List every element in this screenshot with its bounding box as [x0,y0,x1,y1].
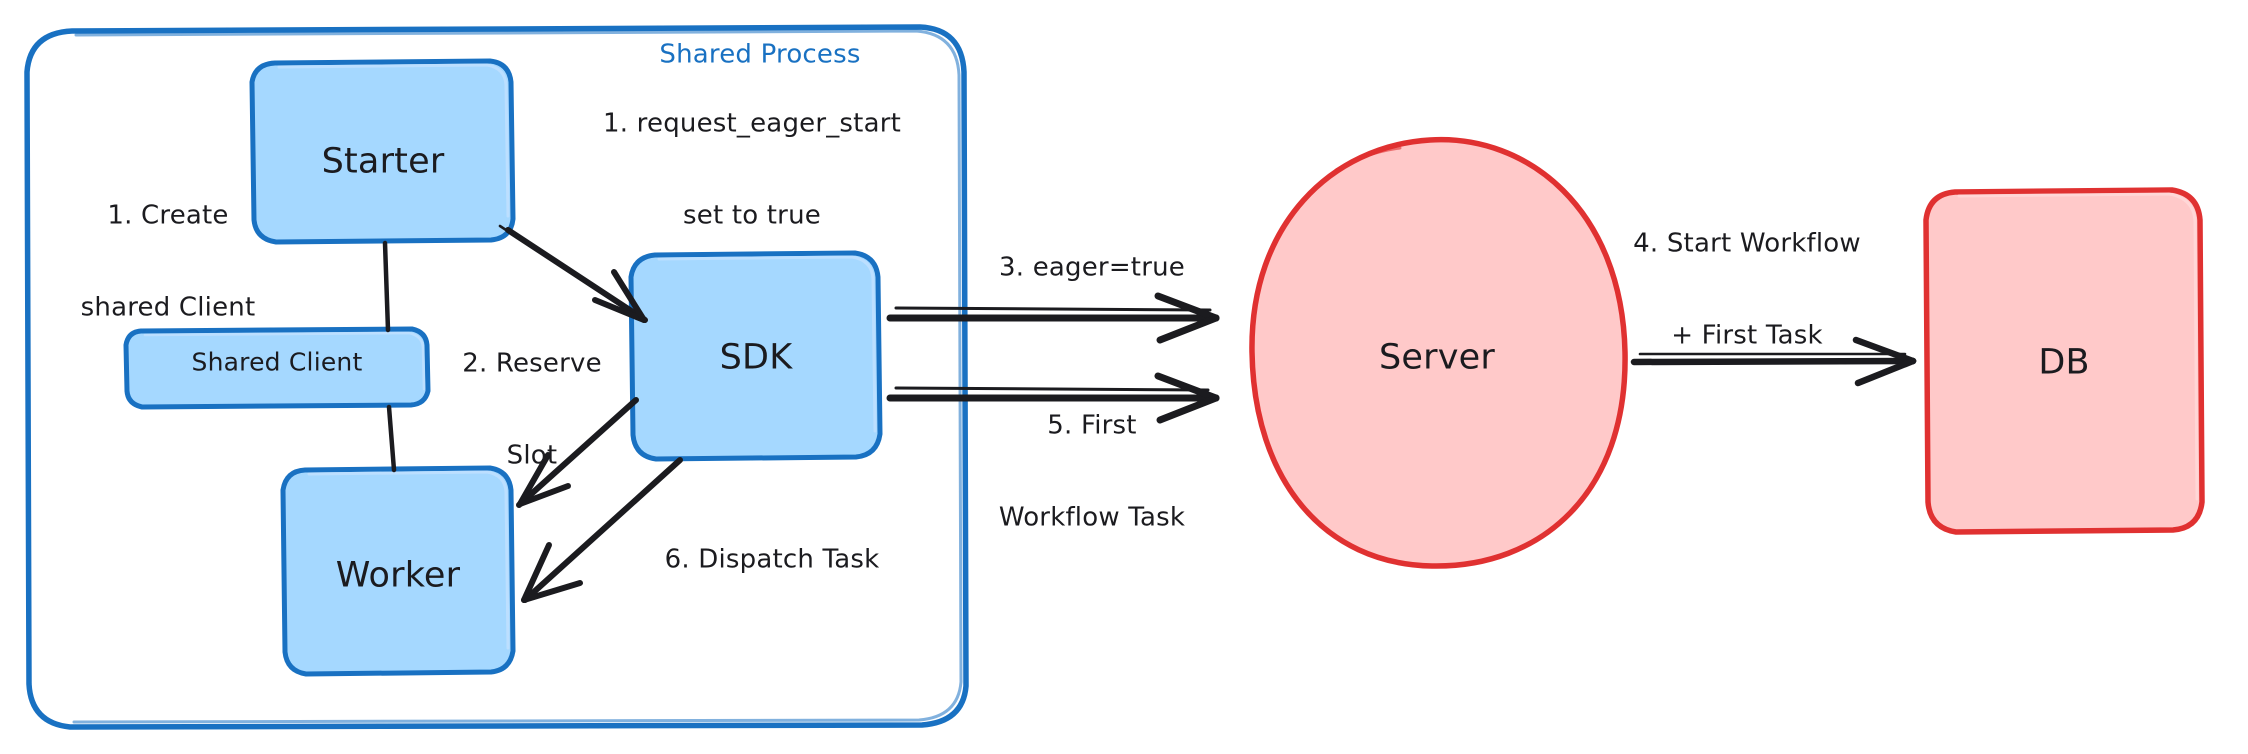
node-starter-shape[interactable] [249,58,516,245]
node-worker-shape[interactable] [280,465,516,677]
edge-starter-shared-client [382,240,391,333]
node-shared-client-shape[interactable] [123,326,431,410]
node-server-shape[interactable] [1249,136,1628,569]
edge-server-db-arrow [1630,336,1917,387]
edge-sdk-worker-reserve-arrow [516,397,639,508]
edge-sdk-server-firsttask-arrow [886,372,1220,424]
edge-starter-sdk-arrow [498,224,648,323]
group-shared-process [24,24,969,730]
edge-sdk-worker-dispatch-arrow [521,457,683,603]
edge-sdk-server-eager-arrow [886,292,1220,344]
node-sdk-shape[interactable] [628,250,883,462]
node-db-shape[interactable] [1923,187,2205,535]
edge-shared-client-worker [386,404,397,473]
